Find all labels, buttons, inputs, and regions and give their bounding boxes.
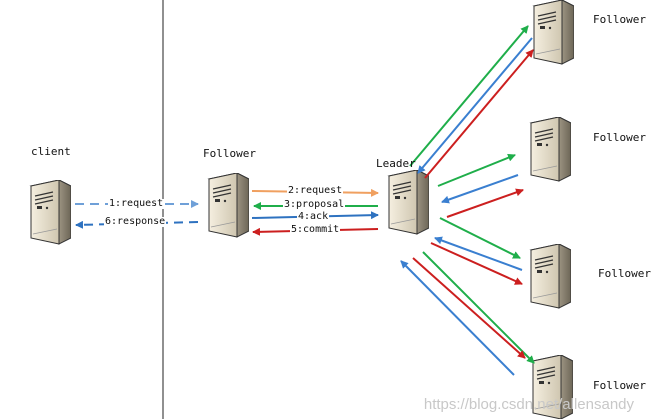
arrow-ack-f4 [400,260,515,376]
client-server-icon [30,180,71,245]
leader-server-icon [388,170,429,235]
client-label: client [31,145,71,158]
follower-4-label: Follower [593,379,646,392]
msg-label-client-response: 6:response [104,216,167,227]
follower-mid-server-icon [208,173,249,238]
arrow-ack-f2 [441,174,519,204]
msg-label-client-request: 1:request [108,198,165,209]
msg-label-proposal: 3:proposal [283,199,346,210]
follower-2-label: Follower [593,131,646,144]
follower-3-server-icon [530,244,571,309]
follower-3-label: Follower [598,267,651,280]
arrow-proposal-f2 [437,153,516,187]
msg-label-commit: 5:commit [290,224,341,235]
arrow-proposal-f4 [422,251,535,364]
arrow-proposal-f1 [409,25,529,167]
leader-label: Leader [376,157,416,170]
follower-1-server-icon [533,0,574,65]
arrow-commit-f4 [412,257,526,359]
follower-1-label: Follower [593,13,646,26]
arrow-commit-f1 [424,49,534,179]
arrow-ack-f3 [434,236,523,271]
msg-label-ack: 4:ack [297,211,330,222]
arrow-commit-f2 [446,188,524,218]
arrow-commit-f3 [430,242,523,285]
follower-2-server-icon [530,117,571,182]
msg-label-forward-request: 2:request [287,185,344,196]
watermark-text: https://blog.csdn.net/allensandy [423,396,634,413]
arrow-proposal-f3 [439,217,521,259]
follower-mid-label: Follower [203,147,256,160]
arrow-ack-f1 [417,37,533,174]
